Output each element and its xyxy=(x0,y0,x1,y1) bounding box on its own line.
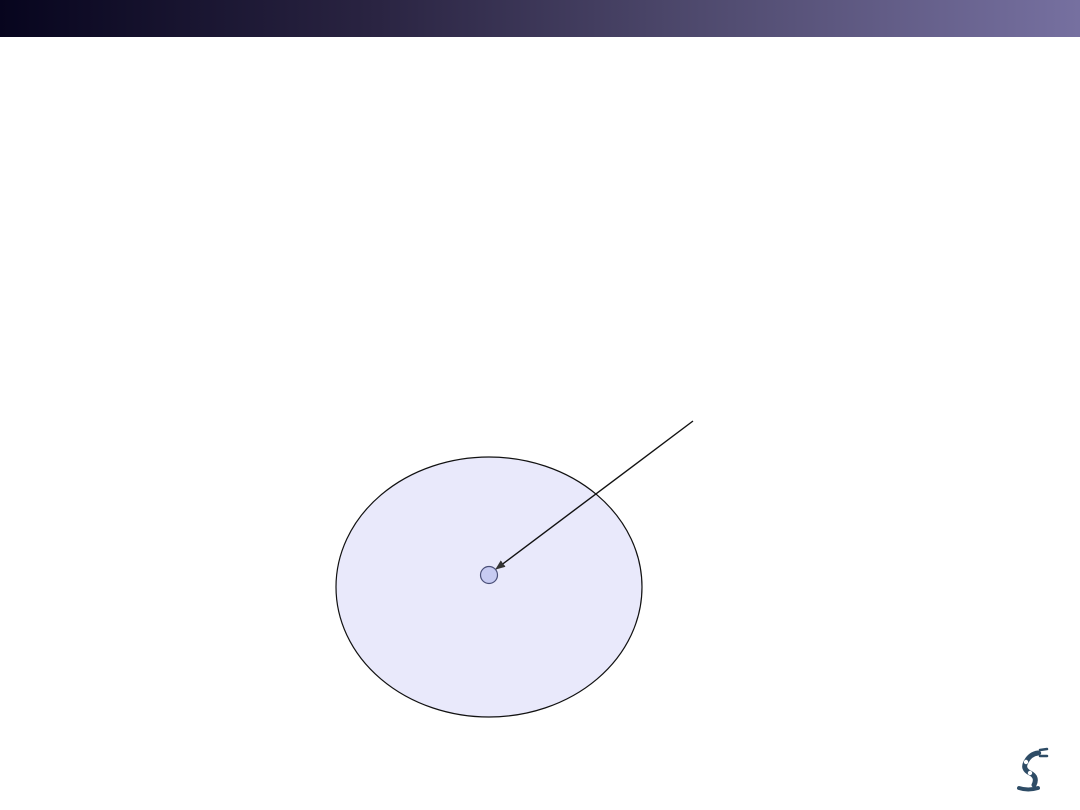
center-dot xyxy=(479,565,499,585)
header-bar xyxy=(0,0,1080,37)
region-ellipse xyxy=(335,456,643,718)
pointer-arrow xyxy=(495,420,694,570)
robot-arm-icon xyxy=(1017,747,1049,792)
